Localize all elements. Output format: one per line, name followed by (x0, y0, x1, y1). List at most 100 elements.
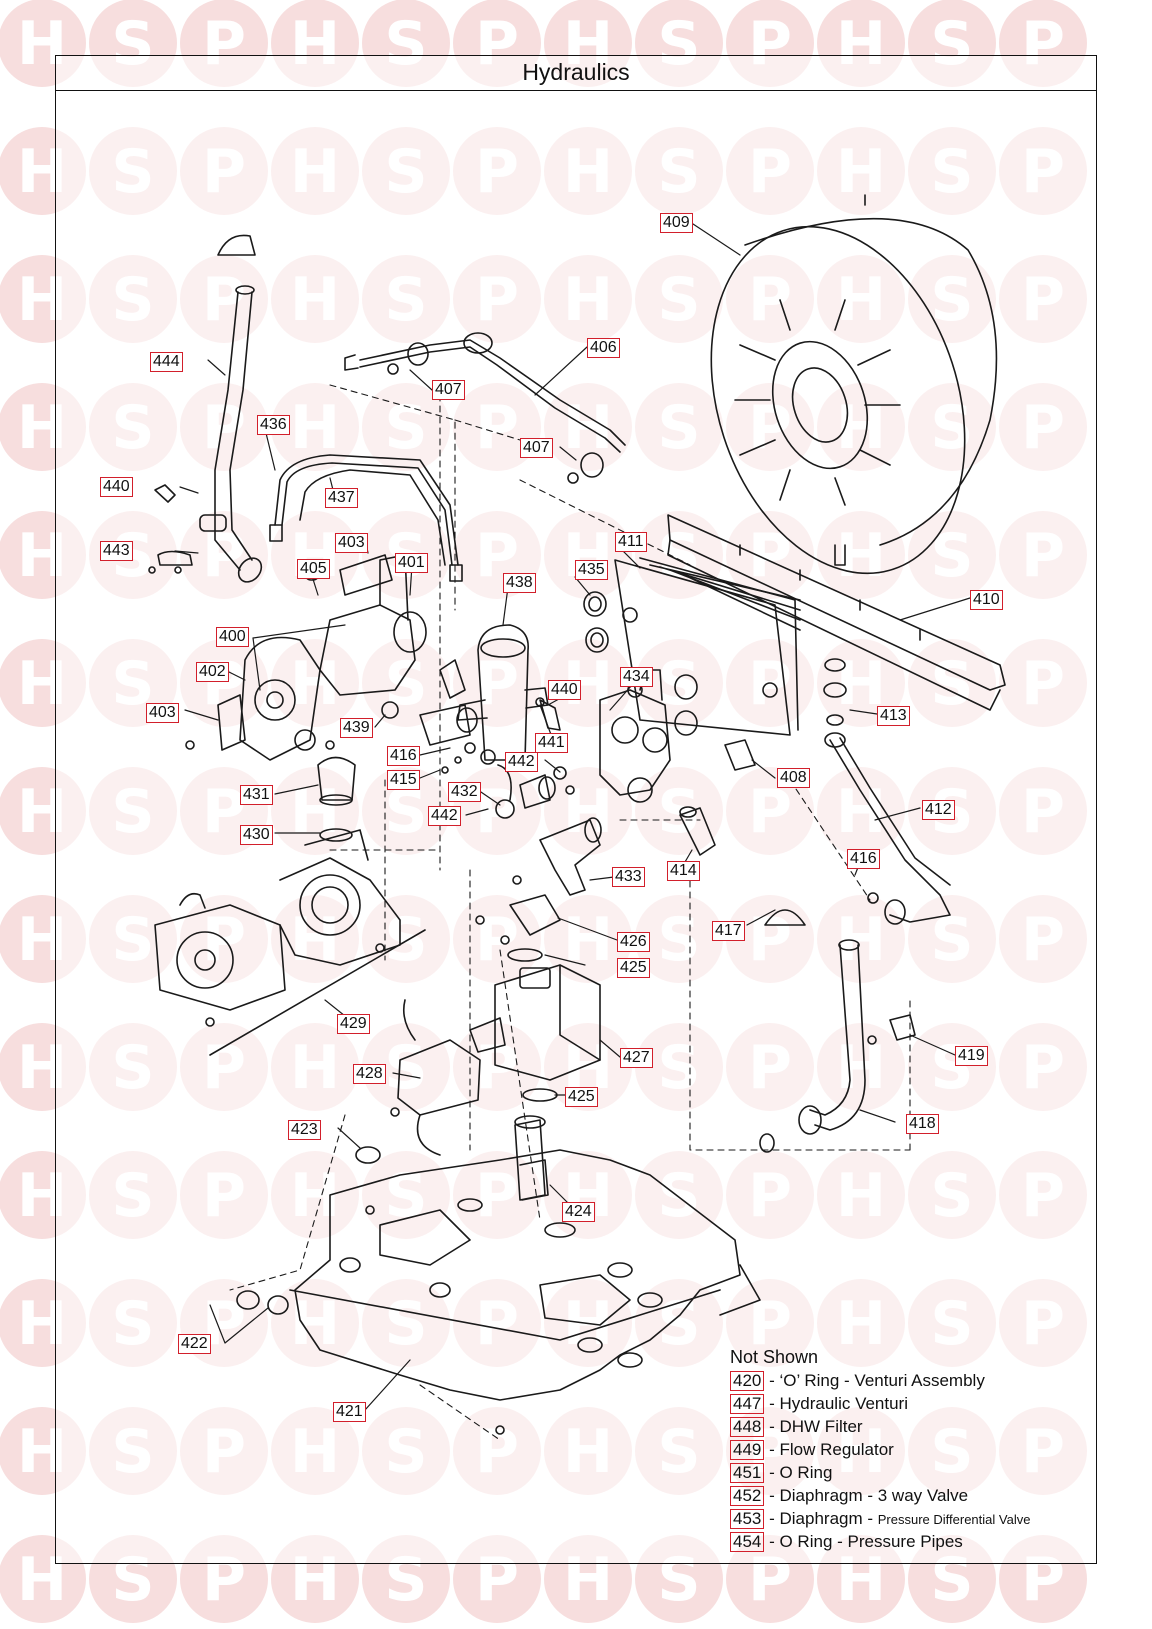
callout-441[interactable]: 441 (535, 733, 568, 753)
not-shown-item-449: 449 - Flow Regulator (730, 1440, 1030, 1463)
part-code-420[interactable]: 420 (730, 1371, 765, 1391)
callout-400[interactable]: 400 (216, 627, 249, 647)
not-shown-item-454: 454 - O Ring - Pressure Pipes (730, 1532, 1030, 1555)
callout-427[interactable]: 427 (620, 1048, 653, 1068)
part-description: Diaphragm - (779, 1509, 878, 1528)
page-title: Hydraulics (522, 59, 630, 85)
small-fittings (381, 697, 575, 819)
part-description-small: Pressure Differential Valve (877, 1512, 1031, 1527)
separator: - (764, 1532, 780, 1551)
callout-442[interactable]: 442 (505, 752, 538, 772)
callout-416[interactable]: 416 (387, 746, 420, 766)
callout-418[interactable]: 418 (906, 1114, 939, 1134)
callout-439[interactable]: 439 (340, 718, 373, 738)
part-code-452[interactable]: 452 (730, 1486, 765, 1506)
pressure-pipes (269, 454, 463, 582)
part-description: O Ring (779, 1463, 833, 1482)
callout-438[interactable]: 438 (503, 573, 536, 593)
callout-412[interactable]: 412 (922, 800, 955, 820)
callout-435[interactable]: 435 (575, 560, 608, 580)
callout-426[interactable]: 426 (617, 932, 650, 952)
return-pipe-right (759, 909, 916, 1153)
grommet-and-burner-fitting (355, 1115, 549, 1201)
callout-440[interactable]: 440 (100, 477, 133, 497)
part-code-447[interactable]: 447 (730, 1394, 765, 1414)
part-description: Flow Regulator (779, 1440, 894, 1459)
separator: - (764, 1417, 780, 1436)
heating-pipe-right (823, 658, 951, 925)
callout-408[interactable]: 408 (777, 768, 810, 788)
plate-heat-exchanger (614, 557, 801, 736)
not-shown-item-451: 451 - O Ring (730, 1463, 1030, 1486)
callout-409[interactable]: 409 (660, 213, 693, 233)
callout-417[interactable]: 417 (712, 921, 745, 941)
callout-424[interactable]: 424 (562, 1202, 595, 1222)
callout-407[interactable]: 407 (432, 380, 465, 400)
callout-442[interactable]: 442 (428, 806, 461, 826)
callout-416[interactable]: 416 (847, 849, 880, 869)
callout-402[interactable]: 402 (196, 662, 229, 682)
separator: - (764, 1486, 780, 1505)
not-shown-item-453: 453 - Diaphragm - Pressure Differential … (730, 1509, 1030, 1532)
callout-414[interactable]: 414 (667, 861, 700, 881)
callout-403[interactable]: 403 (335, 533, 368, 553)
separator: - (764, 1509, 780, 1528)
leader-lines (174, 221, 971, 1411)
pump-assembly (154, 829, 426, 1056)
sensor-left (148, 484, 193, 574)
callout-421[interactable]: 421 (333, 1402, 366, 1422)
callout-405[interactable]: 405 (297, 559, 330, 579)
part-code-454[interactable]: 454 (730, 1532, 765, 1552)
callout-401[interactable]: 401 (395, 553, 428, 573)
callout-437[interactable]: 437 (325, 488, 358, 508)
separator: - (764, 1394, 780, 1413)
callout-407[interactable]: 407 (520, 438, 553, 458)
not-shown-item-448: 448 - DHW Filter (730, 1417, 1030, 1440)
not-shown-item-452: 452 - Diaphragm - 3 way Valve (730, 1486, 1030, 1509)
callout-433[interactable]: 433 (612, 867, 645, 887)
title-bar: Hydraulics (56, 56, 1096, 91)
callout-428[interactable]: 428 (353, 1064, 386, 1084)
venturi-and-filter (539, 806, 716, 896)
callout-411[interactable]: 411 (615, 532, 647, 552)
callout-425[interactable]: 425 (617, 958, 650, 978)
callout-415[interactable]: 415 (387, 770, 420, 790)
part-code-448[interactable]: 448 (730, 1417, 765, 1437)
part-code-451[interactable]: 451 (730, 1463, 765, 1483)
expansion-vessel (710, 194, 998, 575)
callout-430[interactable]: 430 (240, 825, 273, 845)
callout-419[interactable]: 419 (955, 1046, 988, 1066)
part-code-453[interactable]: 453 (730, 1509, 765, 1529)
separator: - (764, 1440, 780, 1459)
part-description: Hydraulic Venturi (779, 1394, 908, 1413)
callout-432[interactable]: 432 (448, 782, 481, 802)
callout-436[interactable]: 436 (257, 415, 290, 435)
callout-443[interactable]: 443 (100, 541, 133, 561)
callout-406[interactable]: 406 (587, 338, 620, 358)
separator: - (764, 1371, 780, 1390)
part-code-449[interactable]: 449 (730, 1440, 765, 1460)
connectors-422 (236, 1290, 289, 1315)
not-shown-item-420: 420 - ‘O’ Ring - Venturi Assembly (730, 1371, 1030, 1394)
ignition-module (390, 999, 481, 1156)
part-description: DHW Filter (779, 1417, 863, 1436)
callout-413[interactable]: 413 (877, 706, 910, 726)
callout-431[interactable]: 431 (240, 785, 273, 805)
callout-444[interactable]: 444 (150, 352, 183, 372)
callout-429[interactable]: 429 (337, 1014, 370, 1034)
gas-valve (469, 875, 601, 1102)
mounting-bracket (667, 514, 1006, 711)
callout-422[interactable]: 422 (178, 1334, 211, 1354)
callout-434[interactable]: 434 (620, 667, 653, 687)
callout-440[interactable]: 440 (548, 680, 581, 700)
not-shown-parts-list: Not Shown 420 - ‘O’ Ring - Venturi Assem… (730, 1347, 1030, 1555)
callout-425[interactable]: 425 (565, 1087, 598, 1107)
callout-410[interactable]: 410 (970, 590, 1003, 610)
o-rings-heat-exchanger (583, 591, 698, 736)
not-shown-title: Not Shown (730, 1347, 819, 1367)
return-pipe (199, 234, 263, 583)
callout-423[interactable]: 423 (288, 1120, 321, 1140)
clip-right (439, 659, 756, 771)
callout-403[interactable]: 403 (146, 703, 179, 723)
